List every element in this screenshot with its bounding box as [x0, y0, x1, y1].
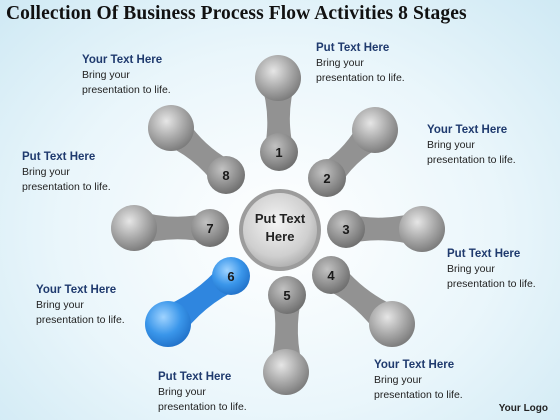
stage-2-number: 2 — [323, 171, 330, 186]
stage-4-number: 4 — [327, 268, 335, 283]
stage-5-body-line: presentation to life. — [158, 401, 247, 413]
stage-3-number: 3 — [342, 222, 349, 237]
page-title: Collection Of Business Process Flow Acti… — [6, 3, 467, 24]
stage-6-body-line: presentation to life. — [36, 314, 125, 326]
stage-2-body-line: presentation to life. — [427, 154, 516, 166]
stage-5-inner-bulb — [268, 276, 306, 314]
stage-8-body-line: Bring your — [82, 69, 130, 81]
stage-4-petal: 4 — [312, 256, 415, 347]
stage-1-body-line: Bring your — [316, 57, 364, 69]
stage-3-outer-bulb — [399, 206, 445, 252]
stage-6-number: 6 — [227, 269, 234, 284]
stage-3-petal: 3 — [327, 206, 445, 252]
stage-2-outer-bulb — [352, 107, 398, 153]
stage-1-outer-bulb — [255, 55, 301, 101]
stage-2-petal: 2 — [308, 107, 398, 197]
stage-8-heading: Your Text Here — [82, 54, 163, 66]
stage-6-inner-bulb — [212, 257, 250, 295]
stage-2-heading: Your Text Here — [427, 124, 508, 136]
stage-8-petal: 8 — [148, 105, 245, 194]
stage-7-inner-bulb — [191, 209, 229, 247]
stage-8-inner-bulb — [207, 156, 245, 194]
stage-7-outer-bulb — [111, 205, 157, 251]
stage-4-body-line: presentation to life. — [374, 389, 463, 401]
stage-7-heading: Put Text Here — [22, 151, 96, 163]
stage-7-body-line: presentation to life. — [22, 181, 111, 193]
stage-5-petal: 5 — [263, 276, 309, 395]
stage-3-heading: Put Text Here — [447, 248, 521, 260]
stage-1-number: 1 — [275, 145, 282, 160]
stage-5-number: 5 — [283, 288, 290, 303]
stage-7-body-line: Bring your — [22, 166, 70, 178]
center-label-line-2: Here — [266, 229, 295, 244]
stage-5-outer-bulb — [263, 349, 309, 395]
stage-6-heading: Your Text Here — [36, 284, 117, 296]
stage-4-body-line: Bring your — [374, 374, 422, 386]
stage-3-inner-bulb — [327, 210, 365, 248]
stage-1-petal: 1 — [255, 55, 301, 171]
stage-4-inner-bulb — [312, 256, 350, 294]
stage-3-body-line: Bring your — [447, 263, 495, 275]
center-hub: Put Text Here — [239, 189, 321, 271]
stage-4-heading: Your Text Here — [374, 359, 455, 371]
stage-7-number: 7 — [206, 221, 213, 236]
stage-1-inner-bulb — [260, 133, 298, 171]
stage-3-body-line: presentation to life. — [447, 278, 536, 290]
stage-2-body-line: Bring your — [427, 139, 475, 151]
stage-5-heading: Put Text Here — [158, 371, 232, 383]
stage-7-petal: 7 — [111, 205, 229, 251]
stage-6-petal: 6 — [145, 257, 250, 347]
center-label-line-1: Put Text — [255, 211, 306, 226]
stage-1-body-line: presentation to life. — [316, 72, 405, 84]
stage-8-number: 8 — [222, 168, 229, 183]
center-hub-circle — [243, 193, 317, 267]
logo: Your Logo — [498, 403, 548, 414]
stage-petals: 1 2 3 4 5 6 7 8 — [111, 55, 445, 395]
stage-6-outer-bulb — [145, 301, 191, 347]
stage-5-body-line: Bring your — [158, 386, 206, 398]
stage-8-body-line: presentation to life. — [82, 84, 171, 96]
stage-2-inner-bulb — [308, 159, 346, 197]
stage-6-body-line: Bring your — [36, 299, 84, 311]
stage-4-outer-bulb — [369, 301, 415, 347]
stage-8-outer-bulb — [148, 105, 194, 151]
stage-1-heading: Put Text Here — [316, 42, 390, 54]
